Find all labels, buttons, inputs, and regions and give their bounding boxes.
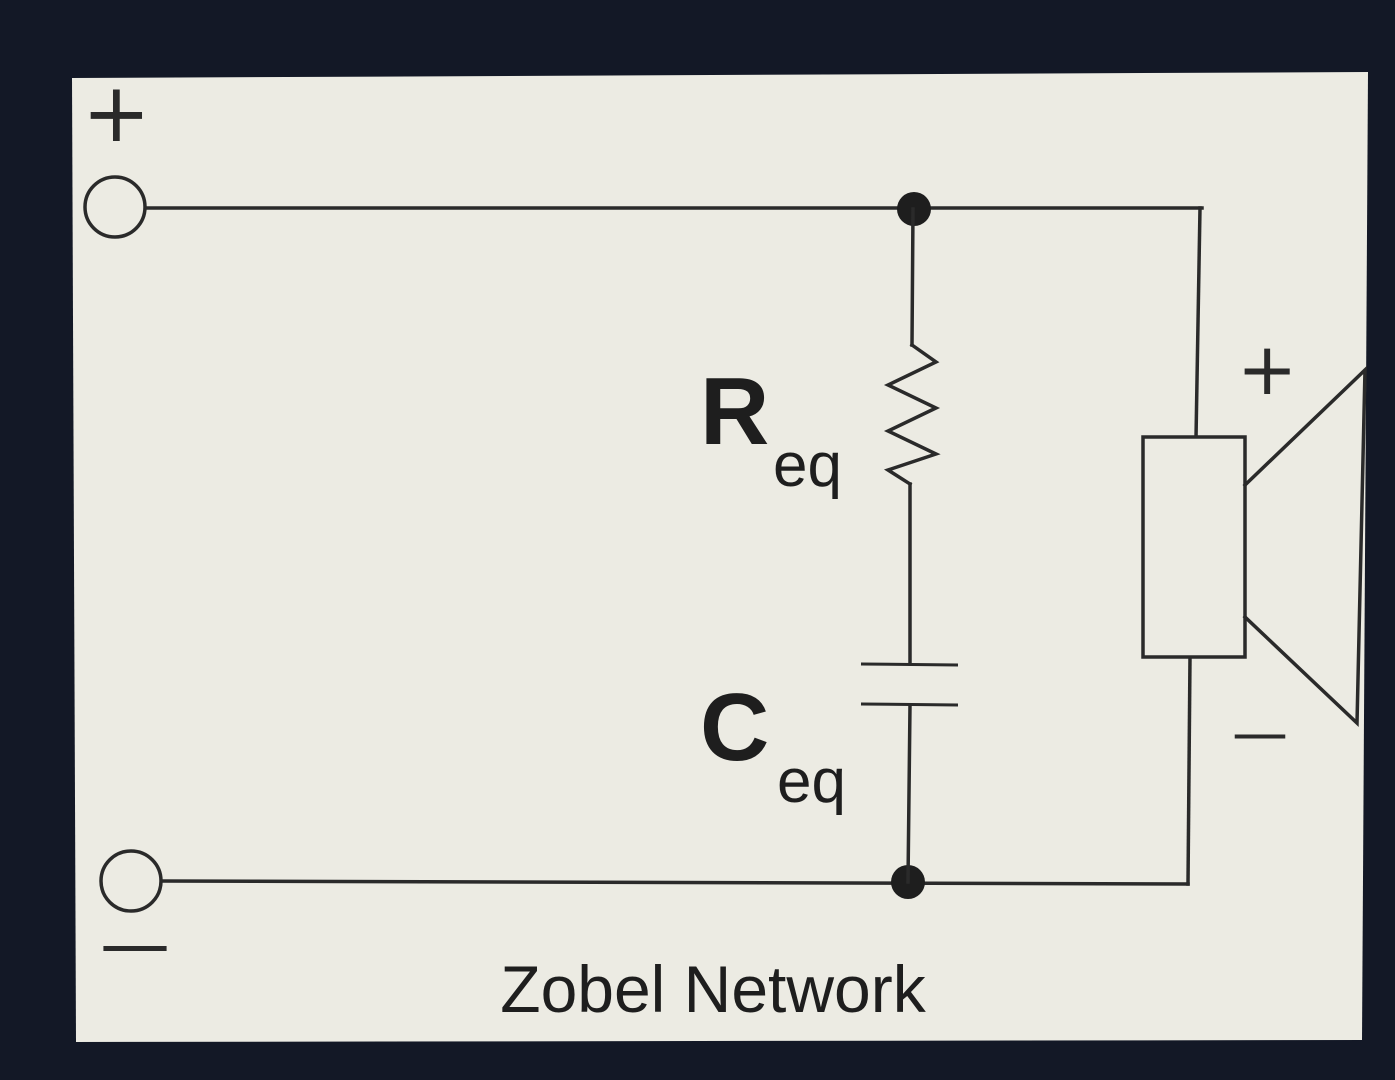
positive-input-terminal-icon (83, 175, 147, 239)
right-wire-upper (1194, 206, 1202, 440)
branch-wire-bottom (906, 703, 912, 884)
speaker-positive-sign: + (1237, 327, 1297, 411)
negative-input-terminal-icon (99, 849, 163, 913)
bottom-wire (158, 879, 1190, 886)
speaker-negative-sign: — (1232, 701, 1288, 766)
resistor-label: R (700, 358, 769, 465)
resistor-req-icon (883, 342, 941, 487)
branch-wire-top (910, 207, 915, 347)
loudspeaker-icon (1141, 365, 1367, 727)
diagram-panel (72, 72, 1368, 1042)
resistor-subscript: eq (773, 431, 842, 500)
right-wire-lower (1186, 655, 1192, 886)
diagram-caption: Zobel Network (500, 952, 926, 1026)
input-positive-sign: + (82, 66, 151, 161)
capacitor-label: C (700, 674, 769, 781)
capacitor-subscript: eq (777, 747, 846, 816)
resistor-symbol: R (700, 358, 769, 465)
input-negative-sign: — (100, 903, 170, 985)
capacitor-symbol: C (700, 674, 769, 781)
